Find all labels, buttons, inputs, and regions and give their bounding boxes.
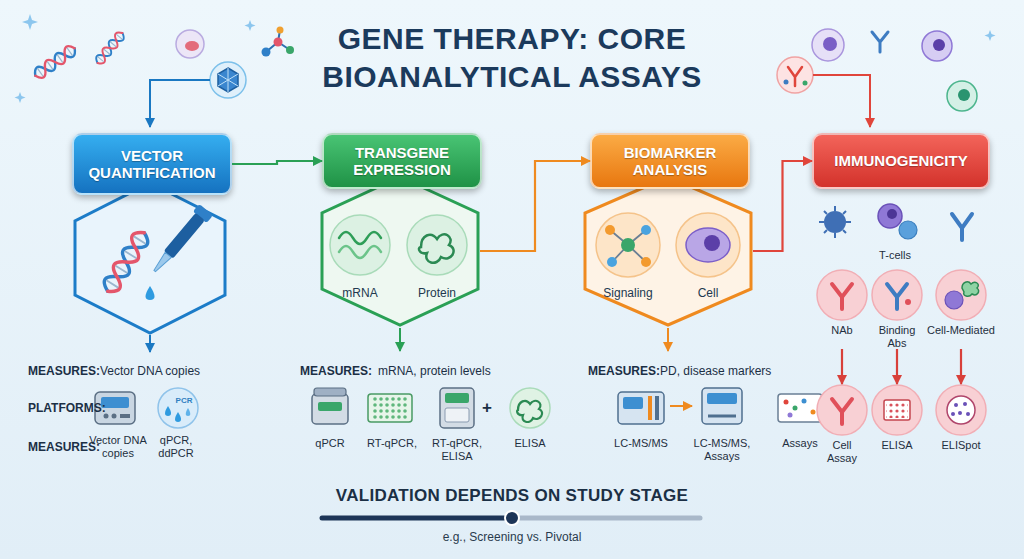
flow-arrow <box>753 161 812 251</box>
flow-arrow <box>841 349 843 384</box>
circle-shape <box>817 385 867 435</box>
category-title: TRANSGENE EXPRESSION <box>330 144 474 179</box>
node-label: NAb <box>812 324 872 337</box>
category-title: BIOMARKER ANALYSIS <box>598 144 742 179</box>
top-right-decor <box>777 29 996 127</box>
assay-circle: Cell Assay <box>816 384 868 464</box>
circle-outline <box>816 269 868 321</box>
category-pill: TRANSGENE EXPRESSION <box>322 133 482 189</box>
vector-platform-icons <box>95 388 198 428</box>
node-label: ELISpot <box>931 439 991 452</box>
annotation-label: T-cells <box>865 249 925 262</box>
vector-hexagon <box>75 183 225 333</box>
transgene-platform-icons <box>312 388 550 428</box>
annotation-label: qPCR <box>300 437 360 450</box>
circle-outline <box>935 269 987 321</box>
node-label: Binding Abs <box>875 324 919 349</box>
immunity-circle: Cell-Mediated <box>935 269 987 349</box>
hexagon-outline <box>583 175 753 327</box>
immunity-top-icons <box>819 204 972 240</box>
circle-shape <box>936 270 986 320</box>
section-key: MEASURES: <box>300 364 380 378</box>
circle-outline <box>935 384 987 436</box>
circle-shape <box>872 385 922 435</box>
category-title: IMMUNOGENICITY <box>834 152 967 169</box>
annotation-label: + <box>478 398 496 418</box>
category-pill: BIOMARKER ANALYSIS <box>590 133 750 189</box>
annotation-label: LC-MS/MS, Assays <box>689 437 755 463</box>
section-arrows <box>150 328 668 352</box>
immunity-circle-icons <box>832 282 979 424</box>
circle-shape <box>817 270 867 320</box>
annotation-label: mRNA, protein levels <box>378 364 558 378</box>
validation-slider <box>322 511 700 525</box>
circle-shape <box>936 385 986 435</box>
annotation-label: e.g., Screening vs. Pivotal <box>352 530 672 544</box>
assay-hexagon: mRNA Protein <box>320 175 480 327</box>
category-pill: VECTOR QUANTIFICATION <box>72 133 232 195</box>
annotation-label: Vector DNA copies <box>100 364 260 378</box>
circle-shape <box>872 270 922 320</box>
node-label: Protein <box>402 286 472 300</box>
hexagon-shape <box>322 177 478 325</box>
section-key: MEASURES: <box>28 364 108 378</box>
annotation-label: RT-qPCR, ELISA <box>427 437 487 463</box>
hexagon-shape <box>585 177 751 325</box>
flow-arrow <box>896 349 898 384</box>
protein-icon <box>407 215 467 275</box>
signaling-icon <box>596 213 660 277</box>
circle-outline <box>816 384 868 436</box>
category-pill: IMMUNOGENICITY <box>812 133 990 189</box>
section-key: PLATFORMS: <box>28 401 108 415</box>
immunity-circle: Binding Abs <box>871 269 923 349</box>
node-label: Cell <box>673 286 743 300</box>
annotation-label: VALIDATION DEPENDS ON STUDY STAGE <box>252 486 772 506</box>
circle-outline <box>871 269 923 321</box>
biomarker-platform-icons <box>618 388 822 424</box>
immunity-circle: NAb <box>816 269 868 349</box>
annotation-label: Vector DNA copies <box>86 434 150 460</box>
diagram-title: GENE THERAPY: CORE BIOANALYTICAL ASSAYS <box>262 20 762 96</box>
flow-arrow <box>480 161 590 251</box>
node-label: Signaling <box>593 286 663 300</box>
section-key: MEASURES: <box>588 364 668 378</box>
node-label: Cell-Mediated <box>916 324 1006 337</box>
assay-circle: ELISpot <box>935 384 987 464</box>
annotation-label: LC-MS/MS <box>606 437 676 450</box>
annotation-label: PCR <box>169 396 199 406</box>
node-label: ELISA <box>867 439 927 452</box>
annotation-label: ELISA <box>500 437 560 450</box>
top-left-decor <box>15 14 295 127</box>
flow-arrow <box>960 349 962 384</box>
node-label: Cell Assay <box>822 439 862 464</box>
cell-icon <box>676 213 740 277</box>
annotation-label: RT-qPCR, <box>357 437 427 450</box>
flow-arrow <box>232 161 322 164</box>
annotation-label: qPCR, ddPCR <box>151 434 201 460</box>
annotation-label: PD, disease markers <box>660 364 840 378</box>
assay-circle: ELISA <box>871 384 923 464</box>
category-title: VECTOR QUANTIFICATION <box>80 147 224 182</box>
node-label: mRNA <box>325 286 395 300</box>
annotation-label: Assays <box>770 437 830 450</box>
circle-outline <box>871 384 923 436</box>
assay-hexagon: Signaling Cell <box>583 175 753 327</box>
hexagon-outline <box>320 175 480 327</box>
mrna-icon <box>330 215 390 275</box>
